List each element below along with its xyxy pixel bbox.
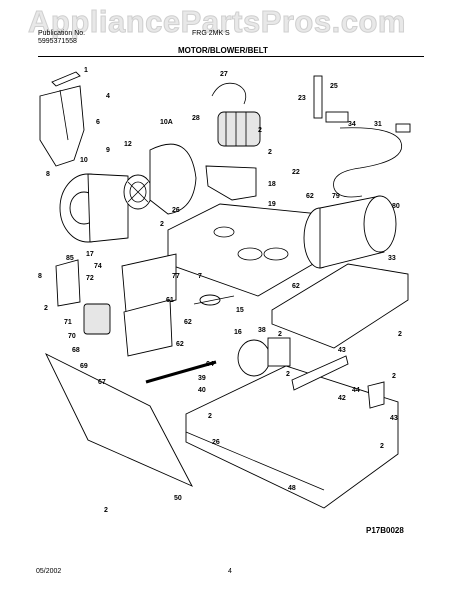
- part-power-cord: [333, 123, 411, 198]
- callout-22: 22: [292, 169, 300, 176]
- callout-27: 27: [220, 71, 228, 78]
- callout-16: 16: [234, 329, 242, 336]
- callout-31: 31: [374, 121, 382, 128]
- part-drum-cylinder: [303, 195, 397, 269]
- callout-38: 38: [258, 327, 266, 334]
- callout-25: 25: [330, 83, 338, 90]
- callout-85: 85: [66, 255, 74, 262]
- callout-2-h: 2: [392, 373, 396, 380]
- part-blower-cover: [149, 143, 197, 215]
- part-motor-harness: [211, 82, 247, 105]
- part-blower-duct: [39, 85, 85, 167]
- callout-23: 23: [298, 95, 306, 102]
- callout-26-a: 26: [172, 207, 180, 214]
- part-idler-pulley: [193, 294, 235, 306]
- callout-2-e: 2: [278, 331, 282, 338]
- callout-2-i: 2: [380, 443, 384, 450]
- callout-69: 69: [80, 363, 88, 370]
- part-gas-valve-bracket: [121, 253, 177, 357]
- callout-42: 42: [338, 395, 346, 402]
- callout-18: 18: [268, 181, 276, 188]
- callout-34: 34: [348, 121, 356, 128]
- part-exhaust-duct: [237, 337, 291, 377]
- part-idler-shaft: [145, 360, 217, 384]
- part-motor-mount: [205, 165, 257, 201]
- callout-2-b: 2: [258, 127, 262, 134]
- callout-2-k: 2: [208, 413, 212, 420]
- callout-2-j: 2: [104, 507, 108, 514]
- callout-10a: 10A: [160, 119, 173, 126]
- callout-26-b: 26: [212, 439, 220, 446]
- callout-9: 9: [106, 147, 110, 154]
- callout-8-b: 8: [38, 273, 42, 280]
- callout-74: 74: [94, 263, 102, 270]
- callout-2-a: 2: [160, 221, 164, 228]
- part-corner-bracket: [367, 381, 385, 409]
- part-back-panel: [45, 353, 193, 487]
- part-gas-valve: [83, 303, 111, 335]
- part-blower-wheel: [123, 174, 153, 210]
- callout-10: 10: [80, 157, 88, 164]
- callout-70: 70: [68, 333, 76, 340]
- callout-67: 67: [98, 379, 106, 386]
- callout-71: 71: [64, 319, 72, 326]
- publication-label: Publication No.: [38, 30, 86, 37]
- callout-2-f: 2: [398, 331, 402, 338]
- callout-61: 61: [166, 297, 174, 304]
- callout-15: 15: [236, 307, 244, 314]
- part-blower-housing: [59, 173, 129, 243]
- callout-48: 48: [288, 485, 296, 492]
- callout-80: 80: [392, 203, 400, 210]
- callout-2-g: 2: [286, 371, 290, 378]
- callout-62-a: 62: [306, 193, 314, 200]
- callout-77: 77: [172, 273, 180, 280]
- section-title: MOTOR/BLOWER/BELT: [178, 46, 268, 55]
- callout-43-a: 43: [338, 347, 346, 354]
- callout-68: 68: [72, 347, 80, 354]
- publication-number: 5995371558: [38, 38, 77, 45]
- callout-12: 12: [124, 141, 132, 148]
- diagram-code: P17B0028: [366, 526, 404, 535]
- part-side-panel: [271, 263, 409, 349]
- part-heater-plate: [55, 259, 81, 307]
- callout-79: 79: [332, 193, 340, 200]
- callout-62-d: 62: [292, 283, 300, 290]
- callout-7: 7: [198, 273, 202, 280]
- callout-4: 4: [106, 93, 110, 100]
- part-terminal-block: [313, 75, 349, 123]
- callout-62-b: 62: [184, 319, 192, 326]
- callout-44: 44: [352, 387, 360, 394]
- part-lint-strip: [51, 71, 81, 87]
- callout-39: 39: [198, 375, 206, 382]
- part-bottom-tray: [185, 365, 399, 509]
- callout-28: 28: [192, 115, 200, 122]
- callout-50: 50: [174, 495, 182, 502]
- callout-62-c: 62: [176, 341, 184, 348]
- part-drive-motor: [217, 111, 261, 147]
- watermark: AppliancePartsPros.com: [28, 4, 406, 40]
- header-rule: [38, 56, 424, 57]
- callout-1: 1: [84, 67, 88, 74]
- footer-page-number: 4: [228, 568, 232, 575]
- callout-19: 19: [268, 201, 276, 208]
- callout-6: 6: [96, 119, 100, 126]
- callout-8: 8: [46, 171, 50, 178]
- callout-72: 72: [86, 275, 94, 282]
- callout-40: 40: [198, 387, 206, 394]
- part-support-bracket: [291, 355, 349, 391]
- callout-2-d: 2: [44, 305, 48, 312]
- callout-33: 33: [388, 255, 396, 262]
- callout-2-c: 2: [268, 149, 272, 156]
- callout-43-b: 43: [390, 415, 398, 422]
- footer-date: 05/2002: [36, 568, 62, 575]
- model-number: FRG 2MK S: [192, 30, 230, 37]
- callout-64: 64: [206, 361, 214, 368]
- callout-17: 17: [86, 251, 94, 258]
